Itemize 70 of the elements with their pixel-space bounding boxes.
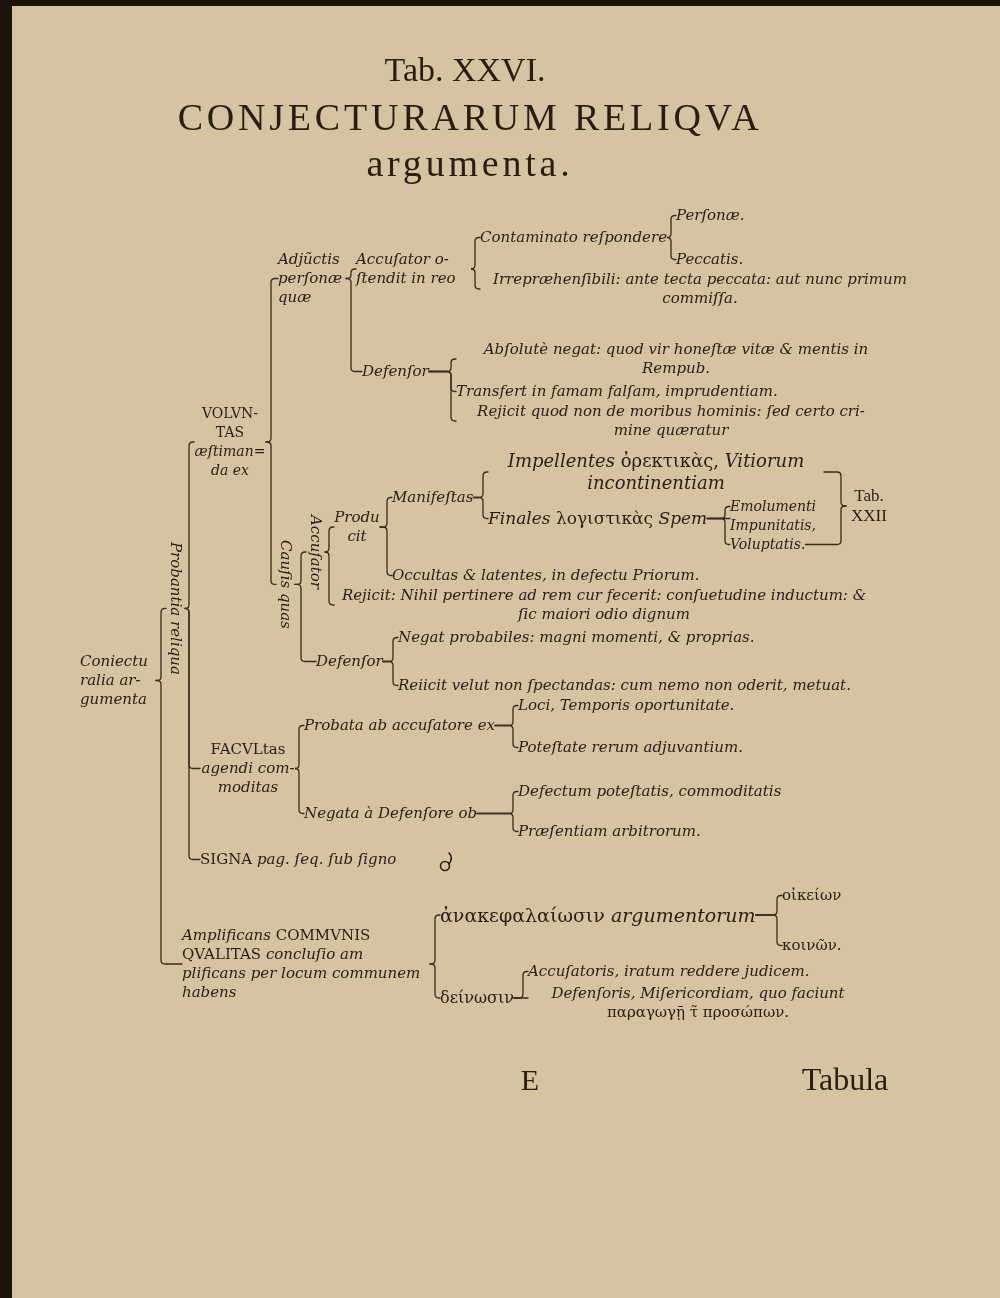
outline-entry: Manifeſtas xyxy=(392,488,474,507)
outline-entry: Adjũctis perſonæ quæ xyxy=(278,250,346,307)
brace-line xyxy=(324,526,335,553)
outline-entry: Amplificans COMMVNIS QVALITAS concluſio am plificans per locum communem habens xyxy=(182,926,430,1002)
brace-line xyxy=(494,724,519,749)
brace-line xyxy=(382,660,399,687)
brace-line xyxy=(476,812,519,833)
vertical-outline-entry: Probantia reliqua xyxy=(166,542,185,675)
brace-line xyxy=(429,914,441,965)
outline-entry: Irrepræhenſibili: ante tecta peccata: aut nunc primum commiſſa. xyxy=(480,270,920,308)
brace-line xyxy=(470,268,481,290)
outline-entry: Contaminato reſpondere xyxy=(480,228,667,247)
outline-entry: Perſonæ. xyxy=(676,206,745,225)
catchword: Tabula xyxy=(800,1060,890,1098)
outline-entry: Rejicit: Nihil pertinere ad rem cur fecerit: conſuetudine inductum: & ſic maiori odio dignum xyxy=(334,586,874,624)
outline-entry: δείνωσιν xyxy=(440,988,514,1008)
outline-entry: Abſolutè negat: quod vir honeſtæ vitæ & mentis in Rempub. xyxy=(456,340,896,378)
brace-line xyxy=(706,517,731,546)
outline-entry: Defenſor xyxy=(362,362,429,381)
outline-entry: Præſentiam arbitrorum. xyxy=(518,822,701,841)
outline-entry: Impunitatis, xyxy=(730,516,816,535)
outline-entry: οἰκείων xyxy=(782,886,842,905)
outline-entry: Tab. XXII xyxy=(846,486,892,526)
outline-entry: Reiicit velut non ſpectandas: cum nemo non oderit, metuat. xyxy=(398,676,851,695)
brace-line xyxy=(804,505,847,546)
outline-entry: Poteſtate rerum adjuvantium. xyxy=(518,738,743,757)
brace-line xyxy=(428,370,457,422)
outline-entry: Occultas & latentes, in defectu Priorum. xyxy=(392,566,700,585)
brace-line xyxy=(666,236,677,261)
outline-entry: Accuſator o- ſtendit in reo xyxy=(356,250,472,288)
vertical-outline-entry: Cauſis quas xyxy=(276,540,295,629)
vertical-outline-entry: Accuſator xyxy=(306,515,325,590)
outline-entry: Defenſoris, Miſericordiam, quo faciunt παραγωγῇ τ̃ προσώπων. xyxy=(528,984,868,1022)
brace-line xyxy=(265,441,277,586)
outline-entry: Negat probabiles: magni momenti, & proprias. xyxy=(398,628,755,647)
brace-line xyxy=(294,767,305,815)
brace-line xyxy=(324,551,335,606)
brace-line xyxy=(155,679,183,965)
outline-entry: Negata à Defenſore ob xyxy=(304,804,478,823)
outline-entry: Defenſor xyxy=(316,652,383,671)
outline-entry: Rejicit quod non de moribus hominis: ſed certo cri- mine quæratur xyxy=(456,402,886,440)
page-title: CONJECTURARUM RELIQVA argumenta. xyxy=(176,95,764,186)
outline-entry: Emolumenti xyxy=(730,497,817,516)
brace-line xyxy=(184,441,195,610)
outline-entry: Probata ab accuſatore ex xyxy=(304,716,495,735)
brace-line xyxy=(429,963,441,999)
outline-entry: SIGNA pag. ſeq. ſub ſigno xyxy=(200,850,397,869)
outline-entry: ἀνακεφαλαίωσιν argumentorum xyxy=(440,903,756,927)
outline-entry: κοινῶν. xyxy=(782,936,842,955)
outline-entry: Finales λογιστικὰς Spem xyxy=(488,508,708,529)
table-number: Tab. XXVI. xyxy=(383,50,547,90)
brace-line xyxy=(513,997,529,999)
brace-line xyxy=(294,724,305,770)
brace-line xyxy=(472,496,489,520)
outline-entry: VOLVN- TAS æſtiman= da ex xyxy=(194,404,266,480)
outline-entry: Produ cit xyxy=(334,508,380,546)
outline-entry: Accuſatoris, iratum reddere judicem. xyxy=(528,962,810,981)
outline-entry: Impellentes ὀρεκτικὰς, Vitiorum incontinentiam xyxy=(488,450,824,494)
outline-entry: Peccatis. xyxy=(676,250,744,269)
brace-line xyxy=(754,914,783,947)
outline-entry: Coniectu ralia ar- gumenta xyxy=(80,652,156,709)
signature-mark: E xyxy=(519,1062,541,1098)
brace-line xyxy=(470,236,481,270)
outline-entry: Transfert in famam falſam, imprudentiam. xyxy=(456,382,778,401)
outline-entry: FACVLtas agendi com- moditas xyxy=(200,740,296,797)
outline-entry: Voluptatis. xyxy=(730,535,806,554)
outline-entry: Defectum poteſtatis, commoditatis xyxy=(518,782,782,801)
brace-line xyxy=(666,214,677,239)
outline-entry: Loci, Temporis oportunitate. xyxy=(518,696,735,715)
brace-line xyxy=(379,526,393,577)
